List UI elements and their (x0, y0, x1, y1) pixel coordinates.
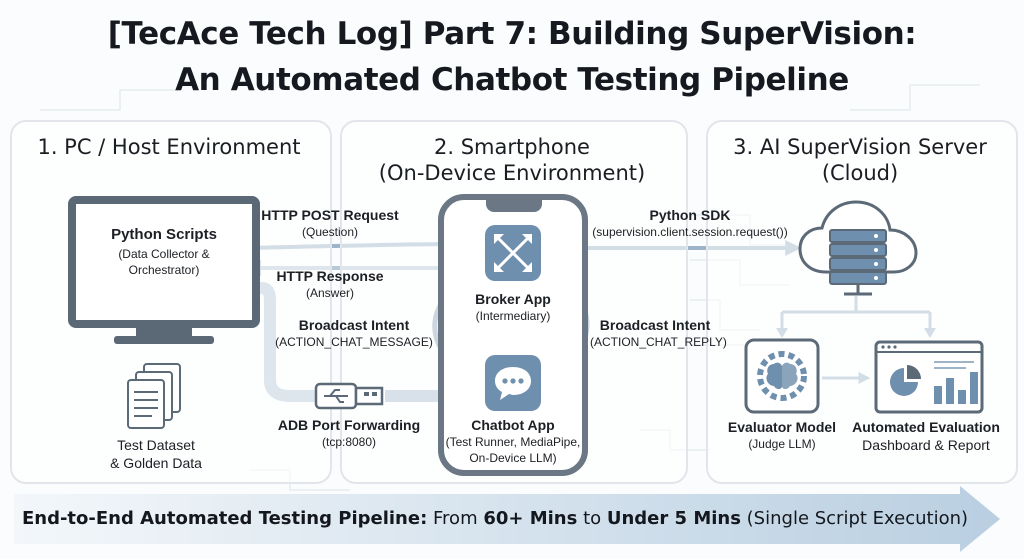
evaluator-title: Evaluator Model (727, 419, 837, 435)
banner-to: to (577, 508, 607, 529)
phone-panel-title-line2: (On-Device Environment) (378, 161, 646, 185)
evaluator-brain-icon (744, 338, 820, 414)
banner-to-value: Under 5 Mins (606, 508, 741, 529)
banner-prefix: End-to-End Automated Testing Pipeline: (21, 508, 428, 529)
banner-arrow (14, 486, 1000, 552)
http-post-title: HTTP POST Request (261, 207, 399, 223)
dashboard-icon (874, 340, 984, 414)
http-response-title: HTTP Response (276, 268, 384, 284)
dataset-label-line2: & Golden Data (110, 455, 202, 471)
page-title-line1: [TecAce Tech Log] Part 7: Building Super… (107, 16, 917, 52)
python-sdk-title: Python SDK (649, 207, 731, 223)
usb-icon (314, 382, 384, 410)
http-response-sub: (Answer) (305, 286, 354, 300)
broadcast-right-title: Broadcast Intent (599, 317, 711, 333)
dashboard-sub: Dashboard & Report (862, 437, 990, 453)
phone-panel-title-line1: 2. Smartphone (434, 135, 590, 159)
banner-suffix: (Single Script Execution) (740, 508, 969, 529)
broker-app-sub: (Intermediary) (475, 309, 551, 323)
banner-from: From (427, 508, 484, 529)
dashboard-title: Automated Evaluation (852, 419, 1000, 435)
python-sdk-sub: (supervision.client.session.request()) (592, 225, 788, 239)
cloud-panel-title-line2: (Cloud) (821, 161, 899, 185)
broker-app-title: Broker App (475, 291, 551, 307)
python-scripts-title: Python Scripts (111, 226, 217, 243)
cloud-panel-title-line1: 3. AI SuperVision Server (733, 135, 987, 159)
pc-panel-title: 1. PC / Host Environment (37, 135, 301, 159)
page-title-line2: An Automated Chatbot Testing Pipeline (175, 62, 849, 98)
banner-from-value: 60+ Mins (483, 508, 578, 529)
python-scripts-sub1: (Data Collector & (118, 247, 210, 261)
adb-sub: (tcp:8080) (321, 435, 377, 449)
broadcast-left-title: Broadcast Intent (298, 317, 410, 333)
monitor-base (114, 336, 214, 344)
chatbot-app-icon (485, 355, 541, 411)
chatbot-app-sub2: On-Device LLM) (469, 451, 557, 465)
cloud-server-panel (706, 120, 1018, 484)
chatbot-app-sub1: (Test Runner, MediaPipe, (445, 435, 581, 449)
monitor-stand (136, 324, 192, 338)
evaluator-sub: (Judge LLM) (748, 437, 816, 451)
broker-app-icon (485, 225, 541, 281)
dataset-label-line1: Test Dataset (117, 437, 195, 453)
phone-notch (486, 200, 542, 212)
documents-icon (127, 363, 181, 429)
broadcast-right-sub: (ACTION_CHAT_REPLY) (590, 335, 727, 349)
python-scripts-sub2: Orchestrator) (128, 263, 200, 277)
adb-title: ADB Port Forwarding (277, 417, 421, 433)
http-post-sub: (Question) (301, 225, 359, 239)
pipeline-banner: End-to-End Automated Testing Pipeline: F… (0, 508, 990, 529)
cloud-server-icon (798, 200, 918, 296)
broadcast-left-sub: (ACTION_CHAT_MESSAGE) (275, 335, 433, 349)
chatbot-app-title: Chatbot App (471, 417, 555, 433)
